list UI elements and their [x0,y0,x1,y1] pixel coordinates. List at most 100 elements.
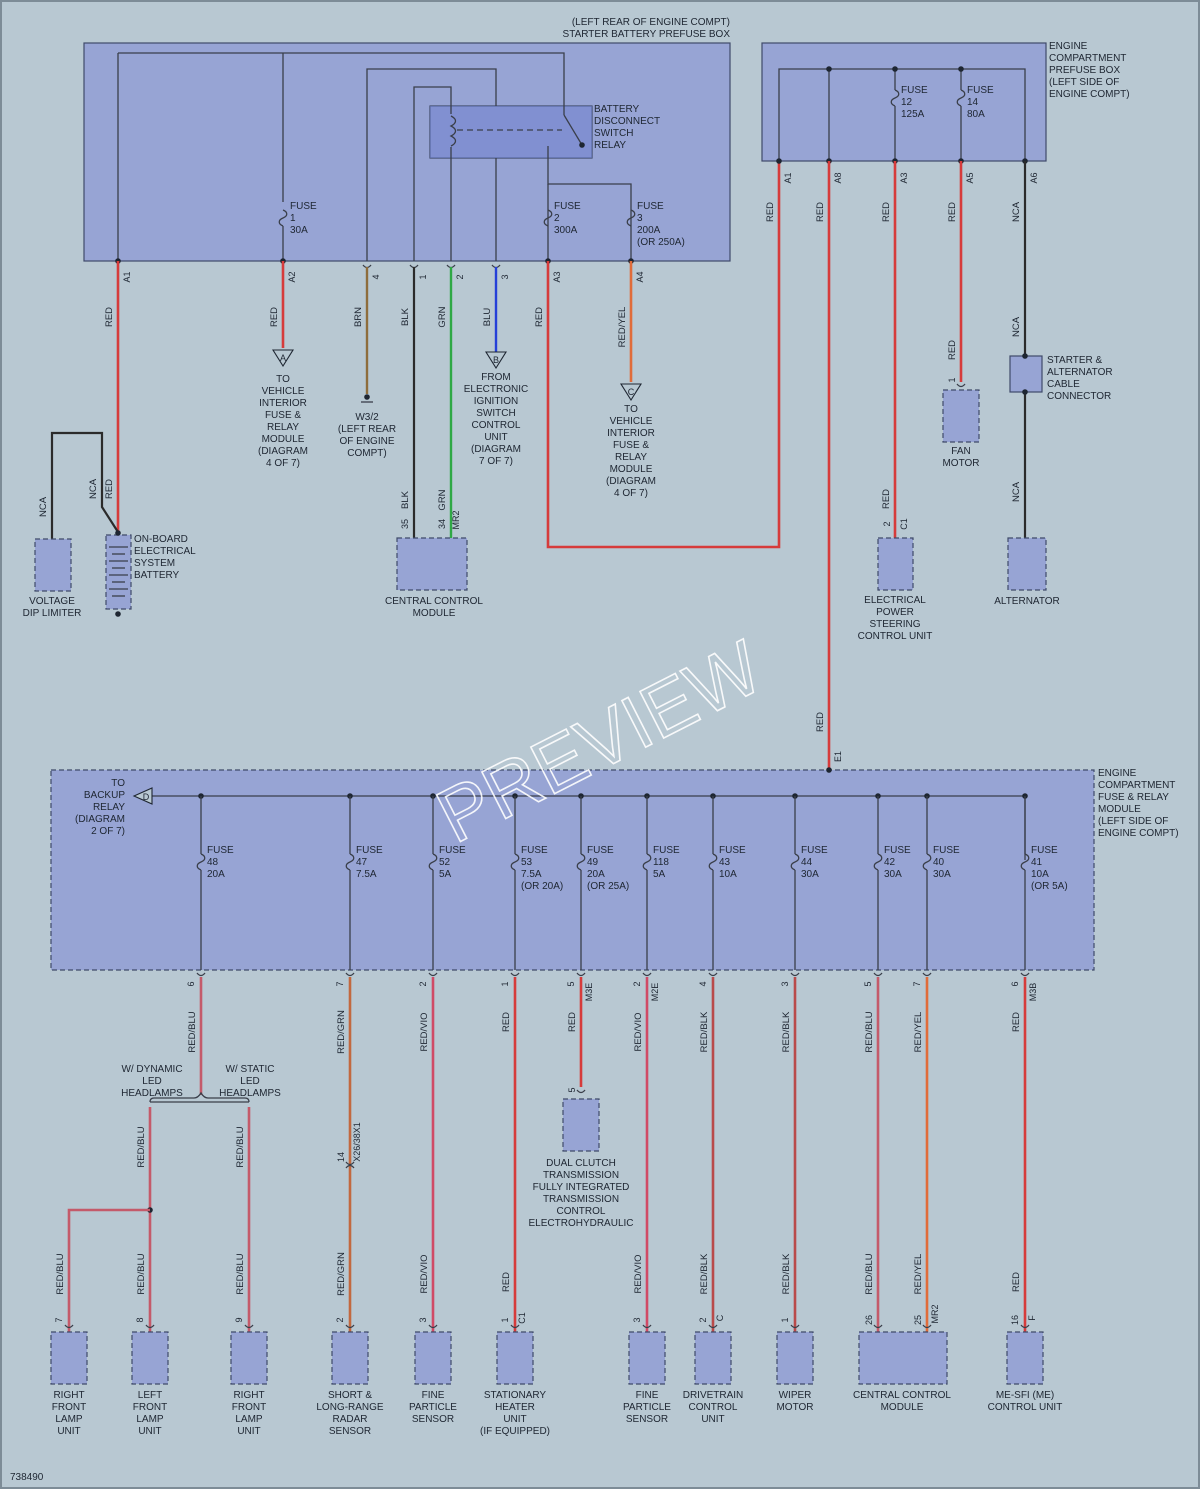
module-out-pin-mark-4 [576,972,586,977]
ccm-bottom-pin-mark-1 [873,1324,883,1329]
battery-neg [115,611,121,617]
fuse-14-symbol [956,89,966,107]
module-fuse-label-1-line: FUSE [356,845,383,856]
bottom-component-label-7-line: UNIT [701,1414,724,1425]
prefuse-wire-4 [366,68,497,261]
engine-prefuse-title-line: (LEFT SIDE OF [1049,77,1119,88]
bottom-conn-7: C [715,1314,725,1321]
static-headlamps-label-line: W/ STATIC [225,1064,274,1075]
battery-nca-label: NCA [88,478,99,499]
module-fuse-label-10-line: 41 [1031,857,1043,868]
fuse-relay-module-title-line: MODULE [1098,804,1141,815]
module-fuse-label-3-line: 53 [521,857,533,868]
ref-a-label-line: RELAY [267,422,299,433]
wire-a3-red [546,162,781,549]
module-out-pin-2: 2 [418,981,428,986]
wire-2-label: GRN [437,306,448,327]
module-fuse-label-8-line: 30A [884,869,902,880]
left-front-wire-label-top: RED/BLU [136,1126,147,1167]
fuse-12-label-line: FUSE [901,85,928,96]
ccm-bottom-wire-2-label: RED/YEL [913,1012,924,1053]
module-fuse-label-2-line: FUSE [439,845,466,856]
engine-prefuse-pin-1: A8 [833,172,843,183]
heater-wire-label: RED [501,1012,512,1032]
engine-prefuse-pin-4: A6 [1029,172,1039,183]
fuse48-wire-label: RED/BLU [187,1011,198,1052]
bottom-component-8 [776,1331,814,1385]
wiper-wire-label: RED/BLK [781,1011,792,1052]
ref-a-label-line: VEHICLE [262,386,305,397]
ref-b-label-line: SWITCH [476,408,515,419]
fan-red-label: RED [947,340,958,360]
bottom-pin-3: 2 [335,1317,345,1322]
voltage-dip-label-line: DIP LIMITER [23,608,82,619]
ccm-grn-label: GRN [437,489,448,510]
relay-label-line: SWITCH [594,128,633,139]
bottom-pin-10: 16 [1010,1315,1020,1325]
eps-pin: 2 [882,521,892,526]
ccm-top-pin-35: 35 [400,519,410,529]
ref-a-letter: A [280,353,286,363]
ground-label-line: (LEFT REAR [338,424,396,435]
wiper-wire-label-bottom: RED/BLK [781,1253,792,1294]
bottom-component-label-4-line: SENSOR [412,1414,454,1425]
module-conn-m2e: M2E [650,983,660,1002]
ref-c-label-line: MODULE [610,464,653,475]
module-out-pin-7: 3 [780,981,790,986]
wire-a1b-label: RED [765,202,776,222]
fuse-12-symbol [890,89,900,107]
engine-prefuse-title-line: PREFUSE BOX [1049,65,1120,76]
starter-conn-label-line: CONNECTOR [1047,391,1111,402]
fan-pin: 1 [947,377,957,382]
module-out-pin-1: 7 [335,981,345,986]
bottom-component-label-0-line: RIGHT [53,1390,84,1401]
dct-label-line: ELECTROHYDRAULIC [528,1218,633,1229]
starter-battery-prefuse-box [83,42,731,262]
fuse-2-label-line: FUSE [554,201,581,212]
bottom-pin-mark-5 [510,1324,520,1329]
bottom-pin-mark-4 [428,1324,438,1329]
bottom-component-label-8-line: MOTOR [776,1402,813,1413]
module-fuse-label-9-line: FUSE [933,845,960,856]
starter-alternator-cable-connector [1009,355,1043,393]
engine-compartment-prefuse-box [761,42,1047,162]
bottom-component-label-1-line: UNIT [138,1426,161,1437]
battery-red-label: RED [104,479,115,499]
dynamic-headlamps-label-line: HEADLAMPS [121,1088,183,1099]
module-fuse-label-7-line: FUSE [801,845,828,856]
ccm-top-label-line: CENTRAL CONTROL [385,596,483,607]
module-fuse-label-10-line: (OR 5A) [1031,881,1068,892]
me-sfi-wire-label-bottom: RED [1011,1272,1022,1292]
module-fuse-4 [576,853,586,871]
backup-relay-label-line: RELAY [93,802,125,813]
ref-a-label-line: (DIAGRAM [258,446,308,457]
ref-c-label-line: 4 OF 7) [614,488,648,499]
bottom-pin-5: 1 [500,1317,510,1322]
ref-b-label-line: (DIAGRAM [471,444,521,455]
bottom-pin-6: 3 [632,1317,642,1322]
engine-prefuse-bus-dot-0 [826,66,832,72]
bottom-pin-8: 1 [780,1317,790,1322]
module-fuse-label-0-line: 48 [207,857,219,868]
bottom-component-label-5-line: UNIT [503,1414,526,1425]
module-out-pin-9: 7 [912,981,922,986]
ref-c-triangle [620,383,642,402]
module-fuse-label-5-line: 118 [653,857,669,868]
prefuse-pin-1: A2 [287,271,297,282]
prefuse-pin-4: 2 [455,274,465,279]
module-fuse-label-9-line: 30A [933,869,951,880]
ref-b-label-line: 7 OF 7) [479,456,513,467]
